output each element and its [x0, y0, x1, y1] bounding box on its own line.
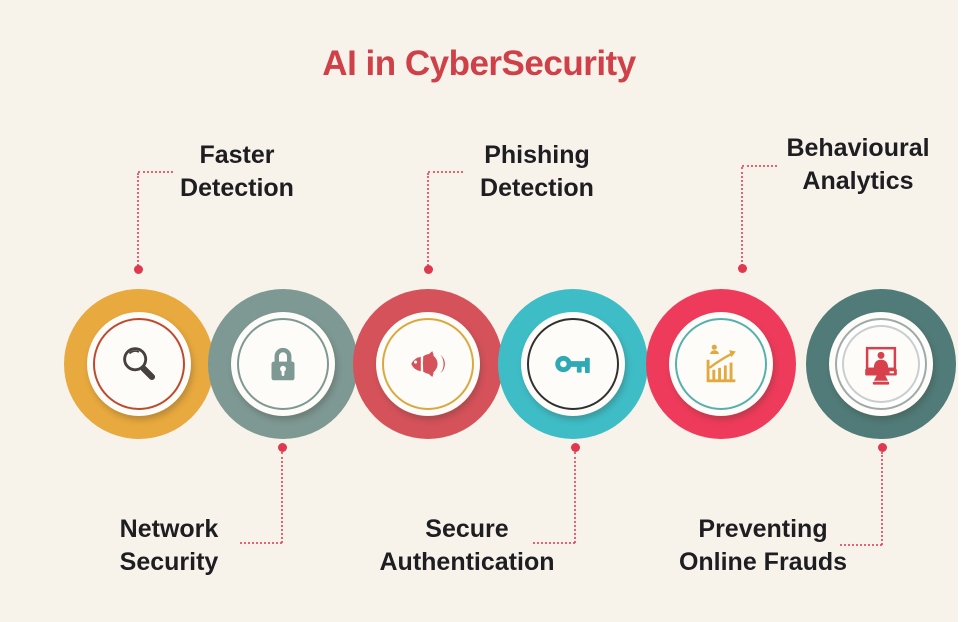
- right-white-strip: [958, 0, 976, 622]
- item-label: Network Security: [119, 515, 219, 576]
- connector-dot: [134, 265, 143, 274]
- connector-line: [240, 542, 282, 544]
- item-label: Preventing Online Frauds: [678, 515, 848, 576]
- circle-inner: [87, 312, 191, 416]
- circle-inner: [521, 312, 625, 416]
- faster-detection-circle: [64, 289, 214, 439]
- connector-line: [138, 171, 173, 173]
- circle-ring: [527, 318, 619, 410]
- circle-ring: [382, 318, 474, 410]
- connector-line: [741, 167, 743, 266]
- secure-authentication-circle: [498, 289, 648, 439]
- circle-inner: [829, 312, 933, 416]
- connector-dot: [571, 443, 580, 452]
- circle-ring: [93, 318, 185, 410]
- connector-dot: [278, 443, 287, 452]
- connector-line: [427, 173, 429, 266]
- page-title: AI in CyberSecurity: [322, 44, 636, 83]
- phishing-detection-circle: [353, 289, 503, 439]
- circle-inner: [231, 312, 335, 416]
- network-security-circle: [208, 289, 358, 439]
- connector-dot: [738, 264, 747, 273]
- circle-ring: [675, 318, 767, 410]
- item-label: Phishing Detection: [480, 141, 594, 202]
- circle-ring: [835, 318, 927, 410]
- connector-line: [881, 452, 883, 545]
- preventing-online-frauds-circle: [806, 289, 956, 439]
- behavioural-analytics-circle: [646, 289, 796, 439]
- item-label: Secure Authentication: [379, 515, 555, 576]
- circle-ring: [237, 318, 329, 410]
- circle-inner: [376, 312, 480, 416]
- item-label: Behavioural Analytics: [786, 134, 930, 195]
- connector-line: [574, 452, 576, 543]
- circle-inner: [669, 312, 773, 416]
- item-label: Faster Detection: [180, 141, 294, 202]
- connector-line: [533, 542, 575, 544]
- connector-dot: [878, 443, 887, 452]
- connector-line: [137, 173, 139, 266]
- connector-line: [428, 171, 463, 173]
- connector-line: [281, 452, 283, 543]
- connector-dot: [424, 265, 433, 274]
- connector-line: [742, 165, 777, 167]
- connector-line: [840, 544, 882, 546]
